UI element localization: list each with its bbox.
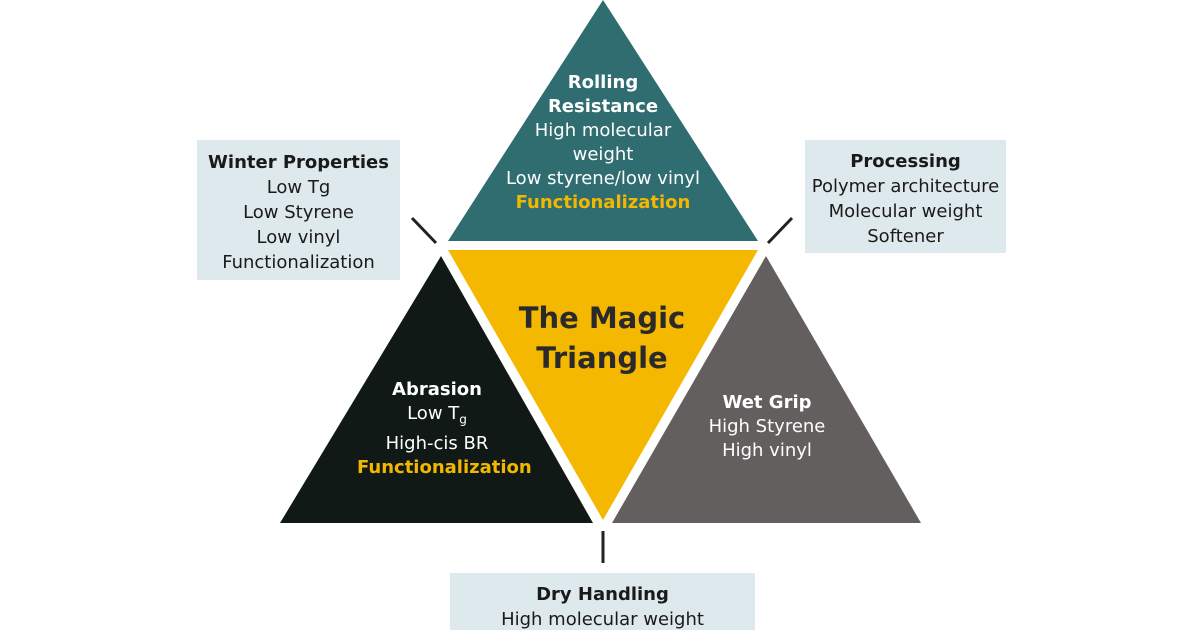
rolling-resistance-item: Low styrene/low vinyl <box>505 168 701 189</box>
abrasion-item-low-tg: Low Tg <box>357 402 517 432</box>
processing-item: Softener <box>867 226 944 247</box>
magic-triangle-center <box>448 250 758 520</box>
dry-handling-item: High molecular weight <box>501 609 704 630</box>
processing-box: Processing Polymer architecture Molecula… <box>805 140 1006 253</box>
rolling-resistance-triangle <box>448 0 758 241</box>
wet-grip-triangle <box>612 256 921 523</box>
winter-properties-box: Winter Properties Low Tg Low Styrene Low… <box>197 140 400 280</box>
abrasion-item: High-cis BR <box>385 432 489 454</box>
abrasion-highlight: Functionalization <box>357 456 532 478</box>
winter-properties-item: Low Styrene <box>243 202 354 223</box>
connector-processing <box>766 216 794 245</box>
wet-grip-title: Wet Grip <box>722 392 812 413</box>
center-title: The Magic Triangle <box>482 298 722 378</box>
rolling-resistance-highlight: Functionalization <box>515 192 691 213</box>
rolling-resistance-title-2: Resistance <box>547 96 659 117</box>
abrasion-text: Abrasion Low Tg High-cis BR Functionaliz… <box>357 378 532 480</box>
processing-item: Molecular weight <box>828 201 983 222</box>
rolling-resistance-title-1: Rolling <box>567 72 639 93</box>
wet-grip-item: High vinyl <box>722 440 812 461</box>
rolling-resistance-text: Rolling Resistance High molecular weight… <box>483 71 723 215</box>
winter-properties-item: Low vinyl <box>256 227 341 248</box>
dry-handling-title: Dry Handling <box>536 584 669 605</box>
rolling-resistance-item: High molecular <box>534 120 672 141</box>
winter-properties-item: Functionalization <box>222 252 375 273</box>
wet-grip-text: Wet Grip High Styrene High vinyl <box>687 391 847 463</box>
rolling-resistance-item: weight <box>572 144 634 165</box>
dry-handling-box: Dry Handling High molecular weight <box>450 573 755 630</box>
processing-item: Polymer architecture <box>811 176 1000 197</box>
wet-grip-item: High Styrene <box>708 416 826 437</box>
abrasion-title: Abrasion <box>392 379 482 400</box>
center-title-line-2: Triangle <box>536 341 668 375</box>
abrasion-item-low-t: Low T <box>407 403 460 424</box>
abrasion-triangle <box>280 256 593 523</box>
processing-title: Processing <box>850 151 961 172</box>
connector-winter <box>410 216 438 245</box>
center-title-line-1: The Magic <box>518 301 686 335</box>
winter-properties-title: Winter Properties <box>208 152 389 173</box>
winter-properties-item: Low Tg <box>266 177 331 198</box>
abrasion-item-subscript: g <box>459 412 467 427</box>
